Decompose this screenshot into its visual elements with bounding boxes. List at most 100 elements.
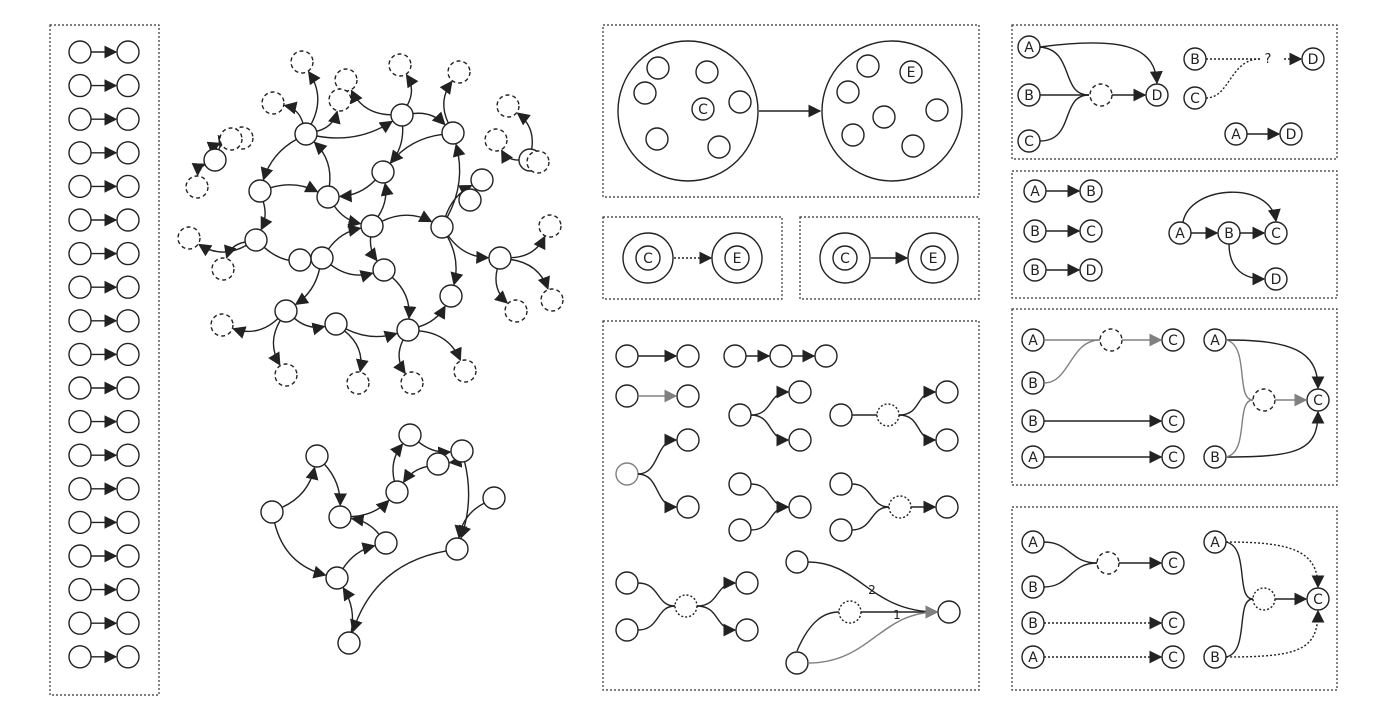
network-edge <box>412 111 446 126</box>
network-node <box>324 312 348 336</box>
pair-source-node <box>68 40 92 64</box>
edge <box>1225 609 1325 658</box>
network-latent-node <box>334 68 358 92</box>
node-label-A: A <box>1028 450 1038 466</box>
network-latent-node <box>177 226 201 250</box>
edge <box>1043 339 1101 384</box>
network-latent-node <box>290 50 314 74</box>
node-label-A: A <box>1028 650 1038 666</box>
network-latent-node <box>400 371 424 395</box>
chain-edge <box>342 586 356 633</box>
network-latent-node <box>274 363 298 387</box>
network-latent-node <box>526 150 550 174</box>
network-leaf-edge <box>418 330 462 362</box>
inner-node <box>646 56 670 80</box>
node <box>615 462 639 486</box>
node <box>676 384 700 408</box>
pair-source-node <box>68 510 92 535</box>
edge <box>637 582 676 607</box>
node <box>814 344 838 368</box>
node <box>876 403 900 427</box>
network-leaf-edge <box>224 241 246 259</box>
node <box>785 651 809 675</box>
node <box>615 344 639 368</box>
chain-edge <box>323 463 347 507</box>
edge <box>1182 191 1281 223</box>
network-leaf-edge <box>393 339 406 375</box>
network-latent-node <box>211 257 235 281</box>
node-c <box>832 245 858 271</box>
network-edge <box>377 182 394 218</box>
network-node <box>203 148 227 172</box>
network-leaf-edge <box>198 243 247 257</box>
node-label-C: C <box>698 102 708 118</box>
node <box>723 344 747 368</box>
node-label-C: C <box>643 251 653 267</box>
inner-node-c <box>691 97 715 121</box>
chain-node <box>426 452 450 476</box>
pair-target-node <box>116 208 140 232</box>
network-leaf-edge <box>439 80 453 124</box>
node <box>937 600 961 624</box>
chain-edge <box>350 513 380 535</box>
inner-node-e <box>899 60 923 84</box>
frame-abc-latent <box>1011 308 1338 486</box>
network-leaf-edge <box>510 235 546 259</box>
pair-target-node <box>116 73 140 98</box>
node-label-B: B <box>1030 224 1040 240</box>
node <box>676 495 700 519</box>
pair-source-node <box>68 544 92 568</box>
pair-target-node <box>116 275 140 299</box>
node-label-B: B <box>1224 226 1234 242</box>
network-latent-node <box>447 60 471 84</box>
node-label-B: B <box>1024 88 1034 104</box>
chain-node <box>305 444 329 468</box>
panel-chain <box>260 423 506 655</box>
weight-label-2: 2 <box>868 583 876 597</box>
network-edge <box>333 205 362 228</box>
chain-edge <box>273 522 327 579</box>
network-node <box>396 318 420 342</box>
node <box>829 403 853 427</box>
network-latent-node <box>496 94 520 118</box>
inner-node <box>695 60 719 84</box>
network-latent-node <box>504 299 528 323</box>
chain-edge <box>448 454 463 468</box>
node-label-C: C <box>1271 226 1281 242</box>
node-label-B: B <box>1210 450 1220 466</box>
node <box>728 403 752 427</box>
node-label-D: D <box>1286 127 1297 143</box>
network-edge <box>364 236 378 262</box>
pair-target-node <box>116 510 140 535</box>
edge <box>851 506 890 531</box>
chain-edge <box>281 466 319 509</box>
network-node <box>274 299 298 323</box>
node-label-A: A <box>1028 333 1038 349</box>
node-label-B: B <box>1028 616 1038 632</box>
network-leaf-edge <box>405 73 419 106</box>
network-node <box>488 246 512 270</box>
node-label-A: A <box>1210 535 1220 551</box>
node-label-B: B <box>1028 580 1038 596</box>
inner-node <box>872 105 896 129</box>
inner-node <box>728 90 752 114</box>
node-label-E: E <box>733 251 742 267</box>
chain-node <box>260 500 284 524</box>
network-edge <box>316 120 393 139</box>
edge <box>851 483 890 508</box>
pair-source-node <box>68 376 92 400</box>
latent-node <box>1252 587 1276 611</box>
node-label-C: C <box>1168 414 1178 430</box>
edge <box>750 483 790 514</box>
node <box>838 600 862 624</box>
pair-source-node <box>68 645 92 669</box>
inner-node <box>901 134 925 158</box>
pair-target-node <box>116 544 140 568</box>
inner-node <box>856 54 880 78</box>
chain-node <box>482 486 506 510</box>
edge <box>1225 541 1325 589</box>
edge <box>1225 598 1254 658</box>
pair-target-node <box>116 477 140 501</box>
node-label-C: C <box>1168 616 1178 632</box>
